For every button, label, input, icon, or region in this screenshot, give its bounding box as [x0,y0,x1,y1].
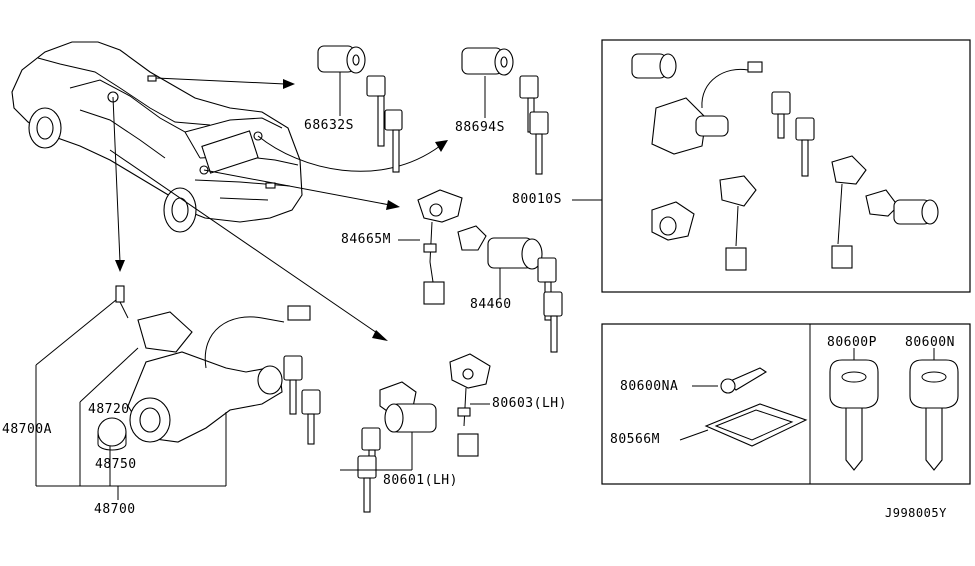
part-80601-drawing [357,381,437,513]
part-48700-drawing [97,285,321,451]
label-80600p: 80600P [827,335,877,350]
part-80603-drawing [449,353,491,457]
label-84665m: 84665M [341,232,391,247]
label-80601lh: 80601(LH) [383,473,458,488]
label-68632s: 68632S [304,118,354,133]
set-80010s-box [572,39,971,293]
part-68632s-drawing [317,45,403,173]
label-80010s: 80010S [512,192,562,207]
car-illustration [11,41,303,233]
label-48750: 48750 [95,457,137,472]
label-80600na: 80600NA [620,379,679,394]
label-48700a: 48700A [2,422,52,437]
part-88694s-drawing [461,47,549,175]
label-80603lh: 80603(LH) [492,396,567,411]
diagram-code: J998005Y [885,506,947,520]
part-84460-drawing [457,225,563,353]
label-80600n: 80600N [905,335,955,350]
keys-box [601,323,971,485]
part-84665m-drawing [398,189,463,305]
pointer-arrows [109,77,448,341]
leader-lines [35,299,490,500]
label-48720: 48720 [88,402,130,417]
label-48700: 48700 [94,502,136,517]
label-80566m: 80566M [610,432,660,447]
label-84460: 84460 [470,297,512,312]
label-88694s: 88694S [455,120,505,135]
